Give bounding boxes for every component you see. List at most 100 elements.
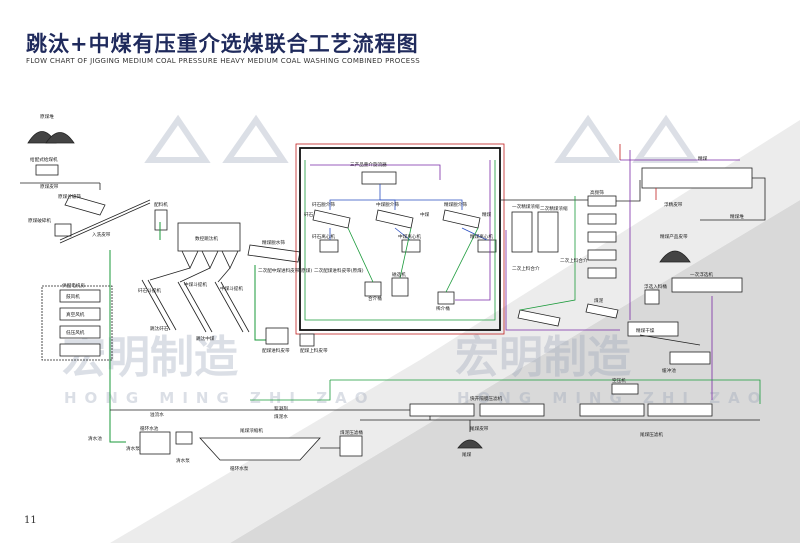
label-middling-screen: 中煤脱介筛	[376, 201, 399, 208]
label-thickener-main: 尾煤浓缩机	[240, 427, 263, 434]
desliming-screen-shape	[517, 309, 561, 327]
page-number-left: 11	[24, 515, 37, 526]
gangue-centrifuge-shape	[319, 239, 339, 253]
label-middling-to-dm: 二次配中煤进料皮带(原煤)	[258, 267, 312, 274]
label-compressor: 空压机	[612, 377, 626, 384]
label-blower: 鼓风机	[66, 293, 80, 300]
jig-shape	[177, 222, 241, 252]
water-pump-shape	[175, 431, 193, 445]
thickener-1-shape	[511, 211, 533, 253]
middling-bucket-elevator-2-shape	[214, 281, 250, 333]
label-clean-belt: 精煤产品皮带	[660, 233, 688, 240]
purple-right-lines	[505, 150, 740, 400]
filter-press-3-shape	[579, 403, 645, 417]
label-clean-pile: 精煤堆	[730, 213, 744, 220]
label-conc-2: 二次上料合介	[560, 257, 588, 264]
page-subtitle: FLOW CHART OF JIGGING MEDIUM COAL PRESSU…	[26, 57, 421, 65]
label-gangue-out: 矸石	[304, 212, 314, 218]
label-middling-bucket-2: 中煤斗提机	[220, 285, 243, 292]
label-tail-belt: 尾煤皮带	[470, 425, 489, 432]
label-crusher: 原煤破碎机	[28, 217, 51, 224]
red-right-lines	[619, 144, 657, 200]
label-thickener-1: 一次精煤浓缩	[512, 203, 540, 210]
coal-feeder-shape	[35, 164, 59, 176]
label-water-pump-1: 清水池	[88, 435, 102, 442]
low-voltage-box	[59, 343, 101, 357]
middling-centrifuge-shape	[401, 239, 421, 253]
sludge-tank-shape	[339, 435, 363, 457]
label-raw-coal: 原煤堆	[40, 113, 54, 120]
classifying-screen-shape	[64, 194, 106, 216]
label-sludge-tank: 煤泥压滤桶	[340, 429, 363, 436]
label-clean-out: 精煤	[482, 211, 492, 218]
label-clean-screen: 精煤脱介筛	[444, 201, 467, 208]
hf-screen-3	[587, 231, 617, 243]
label-jig: 数控跳汰机	[195, 235, 218, 242]
clean-centrifuge-shape	[477, 239, 497, 253]
heavy-medium-system-frame	[299, 147, 501, 331]
raw-coal-pile-icon-2	[45, 132, 75, 144]
label-dilute-pump: 稀介桶	[436, 305, 450, 312]
label-flot-belt: 浮精皮带	[664, 201, 683, 208]
power-room-box	[59, 289, 101, 303]
watermark-left-en: HONG MING ZHI ZAO	[64, 389, 375, 407]
label-clean-centrifuge: 精煤离心机	[470, 233, 493, 240]
label-flotation: 一次浮选机	[690, 271, 713, 278]
gangue-screen-shape	[312, 209, 351, 229]
compressor-shape	[611, 383, 639, 395]
green-right-lines	[250, 196, 761, 404]
label-water-pump-3: 清水泵	[176, 457, 190, 464]
watermark-left: 宏明制造 HONG MING ZHI ZAO	[62, 114, 375, 407]
filter-press-2-shape	[479, 403, 545, 417]
hf-screen-2	[587, 213, 617, 225]
hf-screen-4	[587, 249, 617, 261]
label-conveyor-feed: 配料机	[154, 201, 168, 208]
flotation-feed-tank-shape	[644, 289, 660, 305]
clean-coal-pile-icon	[659, 250, 691, 263]
dryer-2-shape	[669, 351, 711, 365]
label-overflow: 溢流水	[150, 411, 164, 418]
hf-screen-5	[587, 267, 617, 279]
label-filter-belt: 尾煤压滤机	[640, 431, 663, 438]
label-belt-1: 原煤皮带	[40, 183, 59, 190]
label-dm-coal-in: 配煤进料皮带	[262, 347, 290, 354]
dewatering-screen-shape	[247, 244, 301, 263]
flotation-machine-shape	[641, 167, 753, 189]
watermark-right-cn: 宏明制造	[455, 332, 631, 383]
label-power-supply: 供配电机房	[62, 282, 85, 289]
medium-sump-shape	[364, 281, 382, 297]
label-coal-feeder: 给配式给煤机	[30, 156, 58, 163]
mag-separator-shape	[391, 277, 409, 297]
feed-conveyor-shape	[154, 209, 168, 231]
label-clear-water: 循环水池	[140, 425, 159, 432]
label-gangue-screen: 矸石脱介筛	[312, 201, 335, 208]
label-slime-water: 煤泥水	[274, 413, 288, 420]
middling-bucket-elevator-shape	[177, 281, 213, 333]
label-sump: 循环水泵	[230, 465, 249, 472]
label-middling-bucket-1: 中煤斗提机	[184, 281, 207, 288]
label-middling-out: 中煤	[420, 211, 430, 218]
gangue-bucket-elevator-shape	[141, 279, 177, 331]
label-gangue-bucket: 矸石斗提机	[138, 287, 161, 294]
middling-screen-shape	[375, 209, 414, 229]
dm-coal-bin-2-shape	[299, 333, 315, 347]
label-jig-middling: 跳汰中煤	[196, 335, 215, 342]
label-cyclone-3p: 三产品重介旋流器	[350, 161, 387, 168]
crusher-shape	[54, 223, 72, 237]
label-thickener-2: 二次精煤浓缩	[540, 205, 568, 212]
clean-screen-shape	[442, 209, 481, 229]
hf-screen-1	[587, 195, 617, 207]
label-medium-pump: 合介桶	[368, 295, 382, 302]
label-gangue-centrifuge: 矸石离心机	[312, 233, 335, 240]
label-belt-2: 入洗皮带	[92, 231, 111, 238]
page-title: 跳汰+中煤有压重介选煤联合工艺流程图	[26, 32, 419, 56]
filter-press-1-shape	[409, 403, 475, 417]
label-flot-conc: 精煤	[698, 155, 708, 162]
label-slurry: 煤泥	[594, 297, 604, 304]
label-conc-1: 二次上料合介	[512, 265, 540, 272]
label-dm-coal-out: 配煤上料皮带	[300, 347, 328, 354]
main-thickener-shape	[199, 437, 321, 461]
label-flot-feed: 浮选入料桶	[644, 283, 667, 290]
label-flocculant: 絮凝剂	[274, 405, 288, 412]
